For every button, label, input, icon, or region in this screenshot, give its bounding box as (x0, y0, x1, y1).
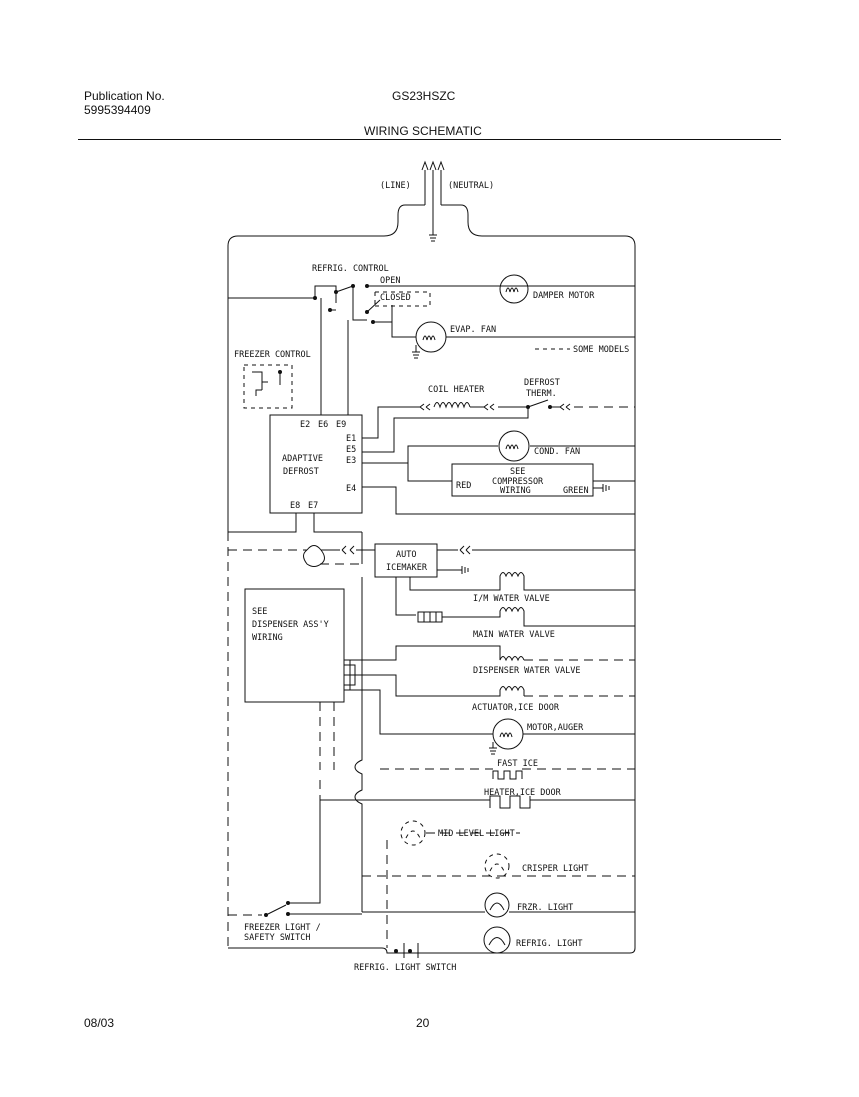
main-water-valve-label: MAIN WATER VALVE (473, 630, 555, 640)
refrig-light-switch-label: REFRIG. LIGHT SWITCH (354, 963, 456, 973)
see-comp-label-1: SEE (510, 467, 525, 477)
dispenser-water-valve-label: DISPENSER WATER VALVE (473, 666, 580, 676)
pin-e7: E7 (308, 501, 318, 511)
refrig-light-label: REFRIG. LIGHT (516, 939, 583, 949)
im-water-valve-label: I/M WATER VALVE (473, 594, 550, 604)
cond-fan: COND. FAN (362, 430, 635, 464)
pin-e4: E4 (346, 484, 356, 494)
freezer-control: FREEZER CONTROL (234, 298, 349, 415)
coil-heater-circuit: COIL HEATER DEFROST THERM. (362, 378, 635, 453)
evap-fan: EVAP. FAN SOME MODELS (373, 321, 635, 359)
see-dispenser-label-1: SEE (252, 607, 267, 617)
pin-e5: E5 (346, 445, 356, 455)
refrig-control: REFRIG. CONTROL OPEN CLOSED (228, 264, 635, 324)
fzr-light-label: FRZR. LIGHT (517, 903, 573, 913)
damper-motor-label: DAMPER MOTOR (533, 291, 595, 301)
page-number: 20 (416, 1016, 430, 1030)
section-title: WIRING SCHEMATIC (364, 124, 482, 138)
lights: MID LEVEL LIGHT CRISPER LIGHT FRZR. LIGH… (362, 820, 635, 954)
pin-e1: E1 (346, 434, 356, 444)
see-comp-label-2: COMPRESSOR (492, 477, 544, 487)
refrig-light-switch: REFRIG. LIGHT SWITCH (354, 943, 456, 973)
pin-e2: E2 (300, 420, 310, 430)
open-label: OPEN (380, 276, 400, 286)
fast-ice-label: FAST ICE (497, 759, 538, 769)
evap-fan-label: EVAP. FAN (450, 325, 496, 335)
pin-e9: E9 (336, 420, 346, 430)
valves-and-loads: I/M WATER VALVE MAIN WATER VALVE DISPENS… (320, 572, 635, 809)
compressor-wiring-box: SEE COMPRESSOR WIRING RED GREEN (362, 463, 635, 515)
cond-fan-label: COND. FAN (534, 447, 580, 457)
see-dispenser-label-3: WIRING (252, 633, 283, 643)
actuator-ice-door-label: ACTUATOR,ICE DOOR (472, 703, 560, 713)
header-rule (78, 139, 781, 140)
pin-e3: E3 (346, 456, 356, 466)
mid-level-light-label: MID LEVEL LIGHT (438, 829, 515, 839)
pin-e8: E8 (290, 501, 300, 511)
defrost-therm-label-1: DEFROST (524, 378, 560, 388)
defrost-therm-label-2: THERM. (526, 389, 557, 399)
see-comp-label-3: WIRING (500, 486, 531, 496)
pin-e6: E6 (318, 420, 328, 430)
adaptive-label-1: ADAPTIVE (282, 454, 323, 464)
main-frame (227, 204, 636, 954)
see-dispenser-label-2: DISPENSER ASS'Y (252, 620, 329, 630)
freezer-control-label: FREEZER CONTROL (234, 350, 311, 360)
coil-heater-label: COIL HEATER (428, 385, 485, 395)
line-label: (LINE) (380, 181, 411, 191)
lower-wiring: AUTO ICEMAKER (228, 513, 635, 578)
refrig-control-label: REFRIG. CONTROL (312, 264, 389, 274)
adaptive-label-2: DEFROST (283, 467, 319, 477)
dispenser-box: SEE DISPENSER ASS'Y WIRING (244, 588, 345, 703)
some-models-label: SOME MODELS (573, 345, 629, 355)
freezer-light-label-2: SAFETY SWITCH (244, 933, 311, 943)
crisper-light-label: CRISPER LIGHT (522, 864, 589, 874)
heater-ice-door-label: HEATER,ICE DOOR (484, 788, 562, 798)
red-wire-label: RED (456, 481, 471, 491)
damper-motor: DAMPER MOTOR (499, 274, 595, 304)
freezer-light-label-1: FREEZER LIGHT / (244, 923, 321, 933)
adaptive-defrost-board: E2 E6 E9 E1 E5 E3 E4 E8 E7 ADAPTIVE DEFR… (269, 414, 363, 514)
freezer-light-switch: FREEZER LIGHT / SAFETY SWITCH (228, 895, 362, 943)
motor-auger-label: MOTOR,AUGER (527, 723, 584, 733)
closed-label: CLOSED (380, 293, 411, 303)
model-number: GS23HSZC (392, 89, 456, 103)
power-inlet: (LINE) (NEUTRAL) (380, 160, 494, 242)
left-bus-lines (319, 577, 363, 912)
publication-number: 5995394409 (84, 103, 151, 117)
auto-icemaker-label-2: ICEMAKER (386, 563, 428, 573)
green-wire-label: GREEN (563, 486, 589, 496)
neutral-label: (NEUTRAL) (448, 181, 494, 191)
publication-label: Publication No. (84, 89, 165, 103)
footer-date: 08/03 (84, 1016, 115, 1030)
auto-icemaker-label-1: AUTO (396, 550, 416, 560)
